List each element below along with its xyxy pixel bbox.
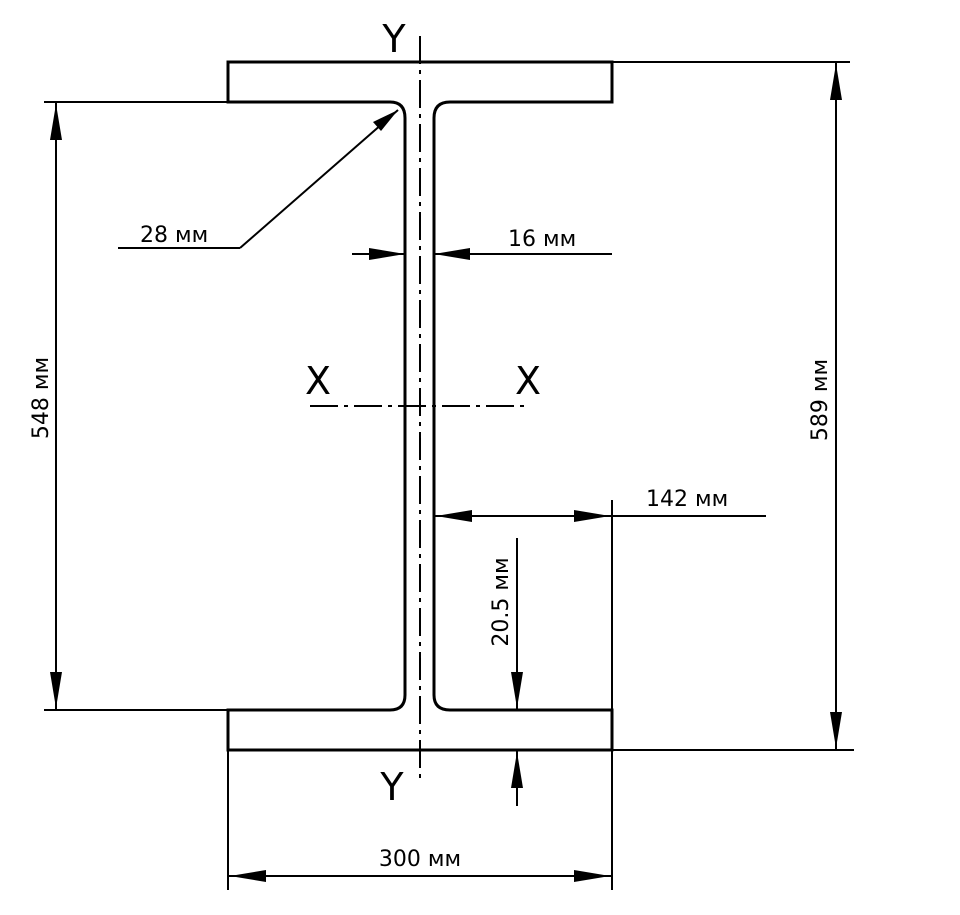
arrow-head [230, 870, 266, 882]
arrow-head [373, 110, 398, 131]
x-axis-label-left: X [305, 359, 331, 403]
arrow-head [511, 672, 523, 708]
fillet-radius-dimension: 28 мм [118, 109, 399, 249]
arrow-head [434, 248, 470, 260]
arrow-head [511, 752, 523, 788]
arrow-head [369, 248, 405, 260]
arrow-head [574, 870, 610, 882]
x-axis-label-right: X [515, 359, 541, 403]
arrow-head [50, 104, 62, 140]
flange-thickness-label: 20.5 мм [489, 557, 514, 646]
web-thickness-dimension: 16 мм [352, 227, 612, 260]
flange-overhang-label: 142 мм [646, 487, 728, 512]
arrow-head [436, 510, 472, 522]
flange-width-label: 300 мм [379, 847, 461, 872]
inner-height-dimension: 548 мм [29, 101, 228, 711]
flange-width-dimension: 300 мм [227, 750, 613, 890]
web-thickness-label: 16 мм [508, 227, 576, 252]
arrow-head [830, 64, 842, 100]
arrow-head [574, 510, 610, 522]
arrow-head [50, 672, 62, 708]
arrow-head [830, 712, 842, 748]
flange-overhang-dimension: 142 мм [434, 487, 766, 750]
fillet-radius-label: 28 мм [140, 223, 208, 248]
total-height-label: 589 мм [808, 359, 833, 441]
flange-thickness-dimension: 20.5 мм [489, 538, 523, 806]
y-axis-label-top: Y [381, 17, 406, 61]
inner-height-label: 548 мм [29, 357, 54, 439]
y-axis-label-bottom: Y [379, 765, 404, 809]
total-height-dimension: 589 мм [612, 61, 854, 751]
